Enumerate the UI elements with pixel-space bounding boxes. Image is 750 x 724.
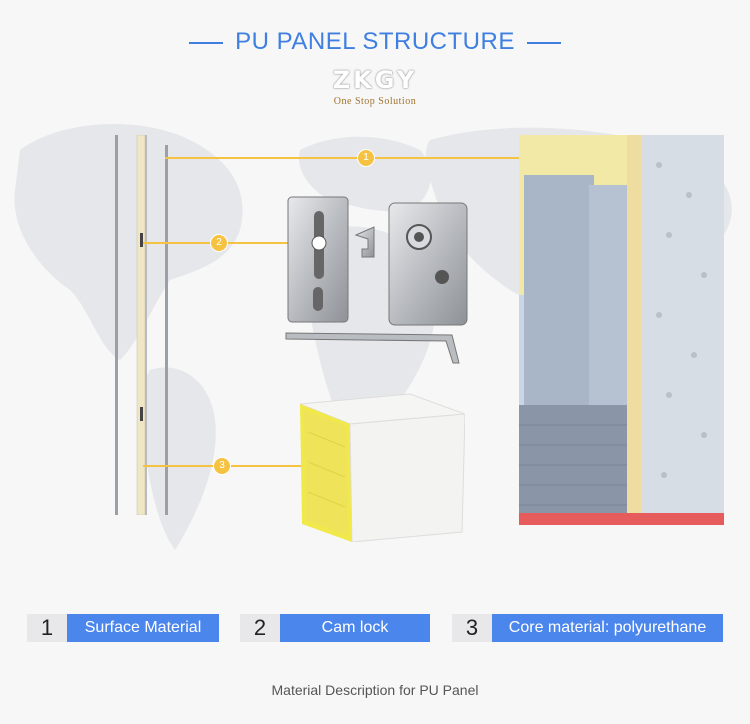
pu-foam-block: [299, 393, 465, 542]
title-rule-left: [189, 41, 224, 44]
connector-line-1: [165, 157, 640, 159]
cold-room-photo: [519, 135, 724, 525]
legend-item-2: 2 Cam lock: [240, 614, 430, 642]
page-title: PU PANEL STRUCTURE: [0, 28, 750, 56]
legend-number: 3: [452, 614, 492, 642]
page-title-text: PU PANEL STRUCTURE: [235, 28, 515, 55]
title-rule-right: [526, 41, 561, 44]
logo-mark: ZKGY: [332, 66, 418, 94]
legend-number: 2: [240, 614, 280, 642]
legend-number: 1: [27, 614, 67, 642]
cam-lock-illustration: [285, 196, 468, 364]
callout-dot-2: 2: [210, 234, 228, 252]
connector-line-3: [143, 465, 333, 467]
callout-dot-1: 1: [357, 149, 375, 167]
legend-label: Surface Material: [67, 614, 219, 642]
brand-logo: ZKGY One Stop Solution: [320, 66, 430, 107]
legend-label: Cam lock: [280, 614, 430, 642]
legend-label: Core material: polyurethane: [492, 614, 723, 642]
legend-item-3: 3 Core material: polyurethane: [452, 614, 723, 642]
footer-caption: Material Description for PU Panel: [271, 682, 479, 698]
logo-tagline: One Stop Solution: [333, 96, 417, 107]
legend-item-1: 1 Surface Material: [27, 614, 219, 642]
callout-dot-3: 3: [213, 457, 231, 475]
panel-edge-view: [115, 135, 168, 515]
